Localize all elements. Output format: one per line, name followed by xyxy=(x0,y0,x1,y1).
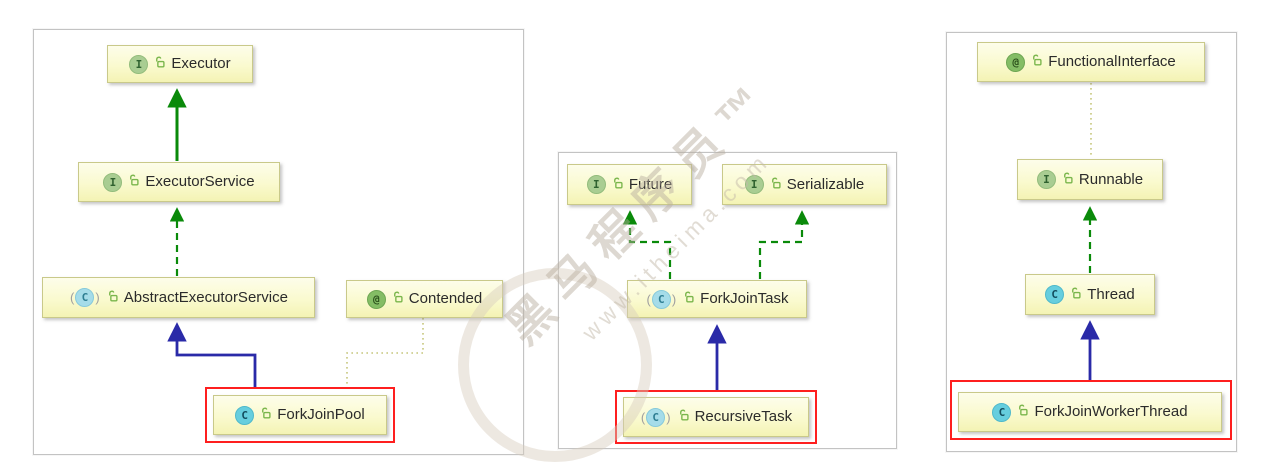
node-forkjoinpool[interactable]: C ForkJoinPool xyxy=(213,395,387,435)
public-lock-icon xyxy=(770,177,781,189)
node-functionalinterface[interactable]: @ FunctionalInterface xyxy=(977,42,1205,82)
interface-icon: I xyxy=(129,54,149,74)
node-label: RecursiveTask xyxy=(694,408,793,425)
node-label: ForkJoinPool xyxy=(277,406,365,423)
public-lock-icon xyxy=(1062,172,1073,184)
public-lock-icon xyxy=(683,291,694,303)
node-label: ForkJoinWorkerThread xyxy=(1034,403,1188,420)
interface-icon: I xyxy=(103,172,123,192)
panel-executor-hierarchy xyxy=(33,29,524,455)
interface-icon: I xyxy=(586,175,606,194)
node-label: Executor xyxy=(171,55,231,72)
public-lock-icon xyxy=(612,177,623,189)
node-label: ExecutorService xyxy=(145,173,255,190)
node-label: Runnable xyxy=(1078,170,1144,188)
abstract-class-icon: (C) xyxy=(640,407,671,427)
node-contended[interactable]: @ Contended xyxy=(346,280,503,318)
class-icon: C xyxy=(992,402,1012,422)
abstract-class-icon: (C) xyxy=(70,288,100,307)
node-future[interactable]: I Future xyxy=(567,164,692,205)
node-label: FunctionalInterface xyxy=(1048,53,1176,70)
node-forkjointask[interactable]: (C) ForkJoinTask xyxy=(627,280,807,318)
abstract-class-icon: (C) xyxy=(646,289,677,309)
node-executorservice[interactable]: I ExecutorService xyxy=(78,162,280,202)
node-label: Thread xyxy=(1087,285,1135,303)
public-lock-icon xyxy=(107,290,118,302)
class-icon: C xyxy=(235,405,255,425)
interface-icon: I xyxy=(1036,170,1056,189)
public-lock-icon xyxy=(154,56,165,68)
class-icon: C xyxy=(1045,285,1065,304)
public-lock-icon xyxy=(678,409,689,421)
node-abstractexecutorservice[interactable]: (C) AbstractExecutorService xyxy=(42,277,315,318)
node-label: Serializable xyxy=(786,175,865,193)
node-label: Contended xyxy=(408,290,483,307)
annotation-icon: @ xyxy=(1006,52,1026,72)
node-serializable[interactable]: I Serializable xyxy=(722,164,887,205)
public-lock-icon xyxy=(260,407,271,419)
public-lock-icon xyxy=(1017,404,1029,416)
node-executor[interactable]: I Executor xyxy=(107,45,253,83)
node-label: AbstractExecutorService xyxy=(123,288,288,306)
node-label: Future xyxy=(628,175,673,193)
annotation-icon: @ xyxy=(366,289,386,309)
node-recursivetask[interactable]: (C) RecursiveTask xyxy=(623,397,809,437)
public-lock-icon xyxy=(128,174,139,186)
node-label: ForkJoinTask xyxy=(700,290,789,307)
node-forkjoinworkerthread[interactable]: C ForkJoinWorkerThread xyxy=(958,392,1222,432)
node-runnable[interactable]: I Runnable xyxy=(1017,159,1163,200)
interface-icon: I xyxy=(744,175,764,194)
public-lock-icon xyxy=(1031,54,1042,66)
public-lock-icon xyxy=(392,291,403,303)
public-lock-icon xyxy=(1070,287,1081,299)
node-thread[interactable]: C Thread xyxy=(1025,274,1155,315)
